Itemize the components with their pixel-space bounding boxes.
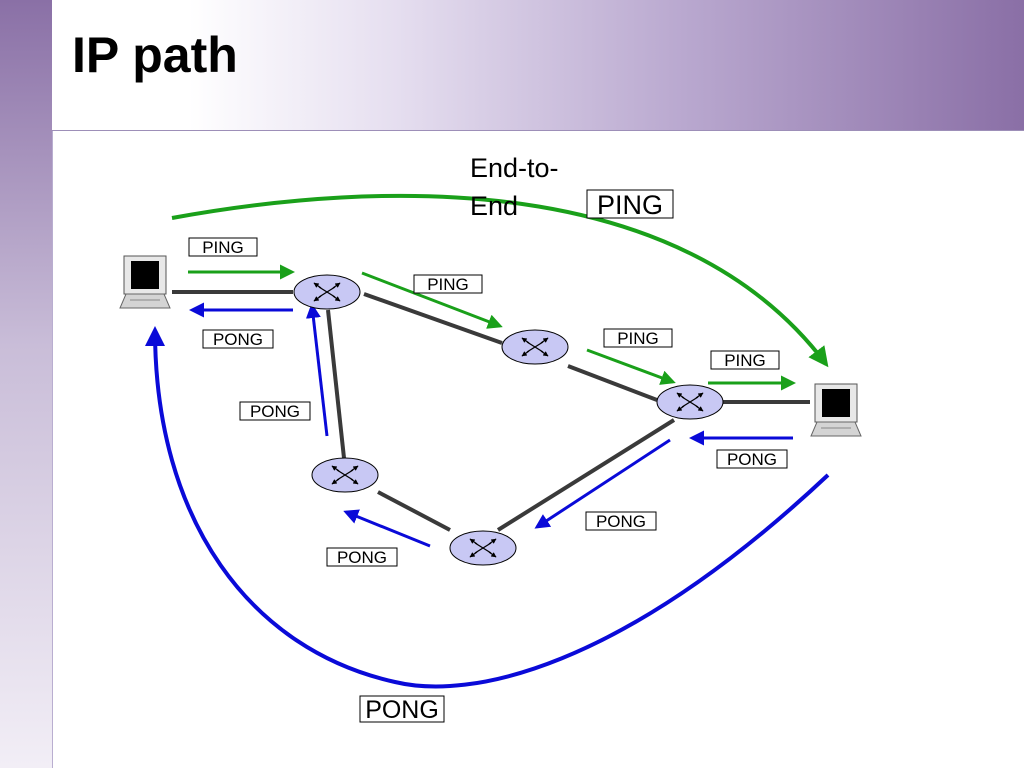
- pong-hop-arrow-3: [343, 509, 431, 548]
- pong-hop-arrow-4: [305, 303, 329, 437]
- pong-label-text: PONG: [596, 512, 646, 531]
- pong-label-text: PONG: [213, 330, 263, 349]
- end-to-end-label-line2: End: [470, 191, 518, 221]
- pong-label-1: PONG: [202, 329, 274, 349]
- left-bar-divider: [52, 0, 53, 768]
- link-r2-r3: [567, 364, 658, 402]
- ping-label-text: PING: [617, 329, 659, 348]
- router-icon: [450, 531, 516, 565]
- end-to-end-label-line1: End-to-: [470, 153, 559, 183]
- ping-label-text: PING: [724, 351, 766, 370]
- ping-label-3: PING: [603, 328, 673, 348]
- end-to-end-pong-arrow: [145, 326, 830, 689]
- pong-label-text: PONG: [250, 402, 300, 421]
- end-to-end-pong-label: PONG: [359, 695, 445, 724]
- slide-title: IP path: [72, 27, 238, 83]
- pong-label-4: PONG: [585, 511, 657, 531]
- link-r5-r4: [377, 490, 451, 532]
- router-icon: [502, 330, 568, 364]
- left-decoration-bar: [0, 0, 52, 768]
- ping-hop-arrow-3: [586, 348, 676, 385]
- link-r3-r5: [496, 418, 676, 532]
- end-to-end-pong-text: PONG: [365, 696, 439, 724]
- ping-label-1: PING: [188, 237, 258, 257]
- router-icon: [312, 458, 378, 492]
- pong-label-3: PONG: [716, 449, 788, 469]
- pong-label-text: PONG: [337, 548, 387, 567]
- ping-hop-arrow-2: [361, 271, 503, 329]
- end-to-end-ping-arrow: [171, 193, 829, 368]
- ping-label-4: PING: [710, 350, 780, 370]
- computer-icon: [810, 383, 862, 437]
- ping-label-text: PING: [202, 238, 244, 257]
- router-icon: [294, 275, 360, 309]
- link-r1-r2: [363, 292, 503, 345]
- router-icon: [657, 385, 723, 419]
- end-to-end-ping-label: PING: [586, 189, 674, 220]
- ping-label-2: PING: [413, 274, 483, 294]
- ping-label-text: PING: [427, 275, 469, 294]
- network-links: [172, 290, 810, 532]
- end-to-end-ping-text: PING: [597, 190, 663, 220]
- link-r4-r1: [326, 309, 346, 459]
- title-band: [52, 0, 1024, 131]
- computer-icon: [119, 255, 171, 309]
- pong-label-text: PONG: [727, 450, 777, 469]
- pong-label-2: PONG: [239, 401, 311, 421]
- pong-hop-arrow-2: [534, 438, 671, 529]
- pong-label-5: PONG: [326, 547, 398, 567]
